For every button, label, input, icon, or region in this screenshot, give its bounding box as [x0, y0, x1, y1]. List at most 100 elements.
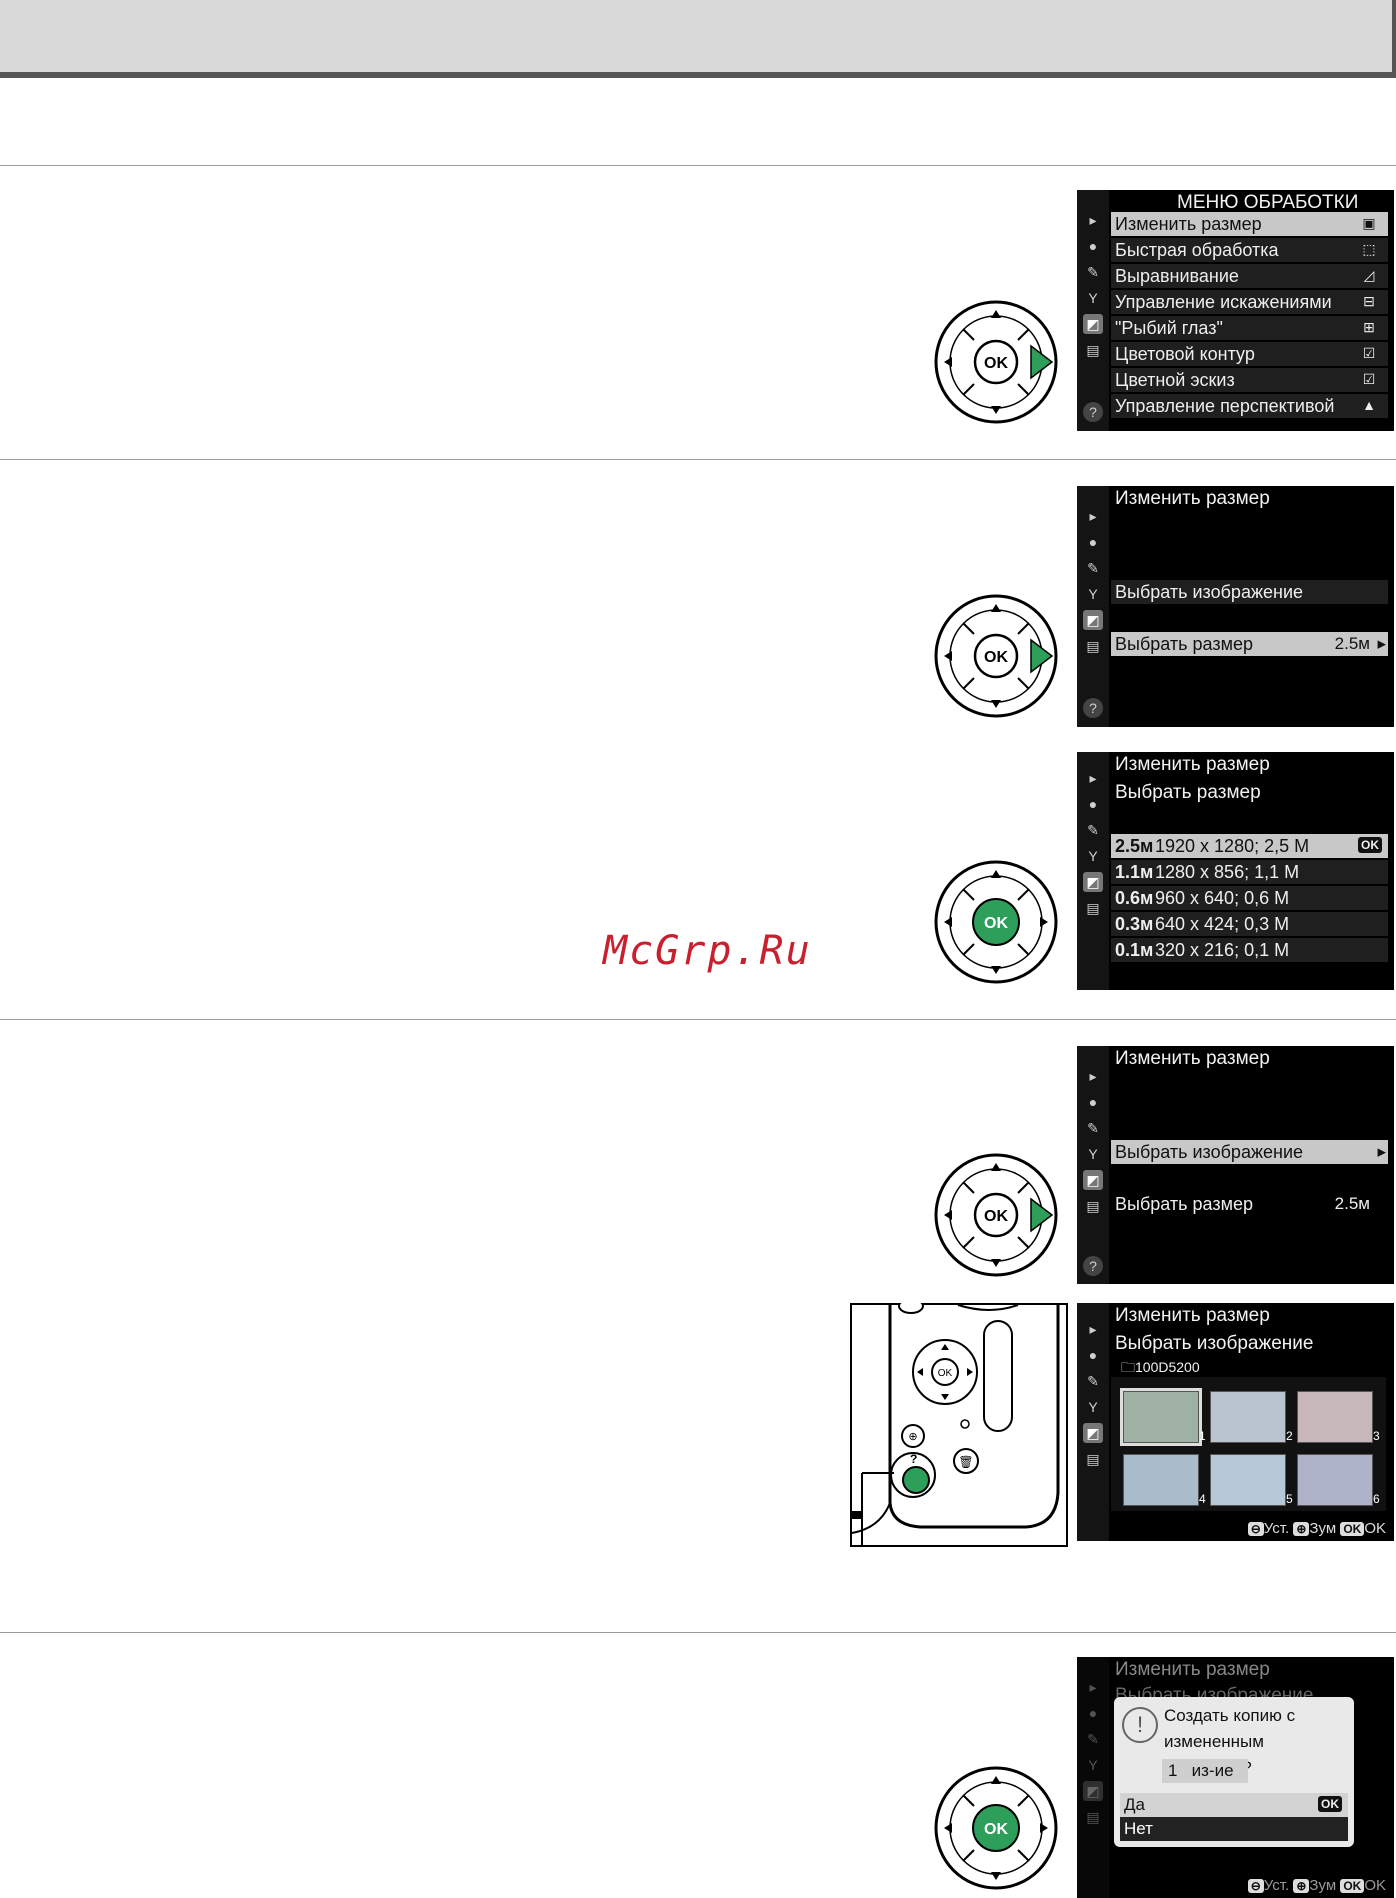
thumbnail-number: 6	[1373, 1492, 1380, 1506]
thumbnail-button-icon: ⊖	[1247, 1879, 1264, 1893]
camera-icon[interactable]: ●	[1088, 238, 1098, 254]
camera-icon: ●	[1088, 1705, 1098, 1721]
size-option[interactable]: 0.1м320 x 216; 0,1 M	[1111, 938, 1388, 962]
screen-title: Изменить размер	[1115, 1659, 1270, 1680]
quick-retouch-icon: ⬚	[1362, 241, 1376, 257]
retouch-icon[interactable]: ◩	[1083, 1170, 1103, 1190]
pencil-icon[interactable]: ✎	[1087, 264, 1099, 280]
retouch-icon[interactable]: ◩	[1083, 872, 1103, 892]
svg-text:OK: OK	[984, 1821, 1008, 1838]
menu-item[interactable]: Изменить размер ▣	[1111, 212, 1388, 236]
image-thumbnail[interactable]	[1210, 1454, 1286, 1506]
image-thumbnail[interactable]	[1297, 1391, 1373, 1443]
menu-item-label: Выбрать размер	[1115, 634, 1253, 654]
camera-icon[interactable]: ●	[1088, 1347, 1098, 1363]
recent-settings-icon[interactable]: ▤	[1086, 1198, 1100, 1214]
camera-icon[interactable]: ●	[1088, 796, 1098, 812]
menu-item[interactable]: Управление перспективой▲	[1111, 394, 1388, 418]
resize-icon: ▣	[1362, 215, 1376, 231]
footer-set: Уст.	[1263, 1877, 1290, 1894]
recent-settings-icon[interactable]: ▤	[1086, 1451, 1100, 1467]
menu-item-label: Цветной эскиз	[1115, 370, 1235, 390]
size-option[interactable]: 1.1м1280 x 856; 1,1 M	[1111, 860, 1388, 884]
image-thumbnail[interactable]	[1123, 1454, 1199, 1506]
help-icon[interactable]: ?	[1083, 1256, 1103, 1276]
resize-screen-size: ▸ ● ✎ Y ◩ ▤ ? Изменить размер Выбрать из…	[1077, 486, 1394, 727]
playback-icon: ▸	[1089, 1679, 1097, 1695]
multi-selector-dial-ok[interactable]: OK	[934, 860, 1058, 984]
menu-item-label: Изменить размер	[1115, 214, 1262, 234]
question-line-1: Создать копию с	[1164, 1706, 1296, 1725]
pencil-icon[interactable]: ✎	[1087, 560, 1099, 576]
size-description: 1280 x 856; 1,1 M	[1155, 862, 1300, 882]
playback-icon[interactable]: ▸	[1089, 212, 1097, 228]
confirm-screen: ▸ ● ✎ Y ◩ ▤ Изменить размер Выбрать изоб…	[1077, 1657, 1394, 1898]
help-icon[interactable]: ?	[1083, 698, 1103, 718]
menu-item[interactable]: "Рыбий глаз"⊞	[1111, 316, 1388, 340]
color-outline-icon: ☑	[1362, 345, 1376, 361]
size-option[interactable]: 0.3м640 x 424; 0,3 M	[1111, 912, 1388, 936]
screen-subtitle: Выбрать размер	[1115, 782, 1261, 803]
menu-sidebar: ▸ ● ✎ Y ◩ ▤ ?	[1077, 486, 1109, 727]
menu-item-choose-image[interactable]: Выбрать изображение	[1111, 580, 1388, 604]
pencil-icon[interactable]: ✎	[1087, 1120, 1099, 1136]
menu-item-label: Быстрая обработка	[1115, 240, 1279, 260]
playback-icon[interactable]: ▸	[1089, 1068, 1097, 1084]
dialog-option-no[interactable]: Нет	[1120, 1817, 1348, 1841]
footer-ok: OK	[1364, 1520, 1386, 1537]
size-list-screen: ▸ ● ✎ Y ◩ ▤ Изменить размер Выбрать разм…	[1077, 752, 1394, 990]
playback-icon[interactable]: ▸	[1089, 508, 1097, 524]
camera-icon[interactable]: ●	[1088, 1094, 1098, 1110]
retouch-icon[interactable]: ◩	[1083, 314, 1103, 334]
playback-icon[interactable]: ▸	[1089, 770, 1097, 786]
folder-name: 100D5200	[1135, 1359, 1200, 1375]
thumbnail-number: 4	[1199, 1492, 1206, 1506]
menu-item-label: Цветовой контур	[1115, 344, 1255, 364]
image-thumbnail[interactable]	[1120, 1388, 1202, 1446]
menu-item-choose-image[interactable]: Выбрать изображение ▸	[1111, 1140, 1388, 1164]
image-thumbnail[interactable]	[1210, 1391, 1286, 1443]
menu-item[interactable]: Цветной эскиз☑	[1111, 368, 1388, 392]
pencil-icon[interactable]: ✎	[1087, 1373, 1099, 1389]
count-unit: из-ие	[1191, 1761, 1234, 1780]
wrench-icon[interactable]: Y	[1088, 1146, 1098, 1162]
menu-item[interactable]: Быстрая обработка ⬚	[1111, 238, 1388, 262]
pencil-icon[interactable]: ✎	[1087, 822, 1099, 838]
image-thumbnail[interactable]	[1297, 1454, 1373, 1506]
zoom-button-icon: ⊕	[1293, 1879, 1310, 1893]
camera-icon[interactable]: ●	[1088, 534, 1098, 550]
menu-item[interactable]: Цветовой контур ☑	[1111, 342, 1388, 366]
menu-item[interactable]: Выравнивание◿	[1111, 264, 1388, 288]
screen-subtitle: Выбрать изображение	[1115, 1333, 1314, 1354]
recent-settings-icon[interactable]: ▤	[1086, 342, 1100, 358]
retouch-icon[interactable]: ◩	[1083, 610, 1103, 630]
thumbnail-number: 1	[1199, 1429, 1206, 1443]
multi-selector-dial-right[interactable]: OK	[934, 1153, 1058, 1277]
confirm-dialog: ! Создать копию с измененным размером? 1…	[1114, 1697, 1354, 1847]
menu-item-label: Выбрать изображение	[1115, 1142, 1304, 1162]
multi-selector-dial-right[interactable]: OK	[934, 594, 1058, 718]
wrench-icon[interactable]: Y	[1088, 586, 1098, 602]
menu-item-choose-size[interactable]: Выбрать размер 2.5м	[1111, 1192, 1388, 1216]
retouch-icon[interactable]: ◩	[1083, 1423, 1103, 1443]
multi-selector-dial-ok[interactable]: OK	[934, 1766, 1058, 1890]
help-icon[interactable]: ?	[1083, 402, 1103, 422]
screen-title: Изменить размер	[1115, 754, 1270, 775]
retouch-menu-screen: ▸ ● ✎ Y ◩ ▤ ? МЕНЮ ОБРАБОТКИ Изменить ра…	[1077, 190, 1394, 431]
menu-item-label: Управление перспективой	[1115, 396, 1335, 416]
menu-item-choose-size[interactable]: Выбрать размер 2.5м ▸	[1111, 632, 1388, 656]
wrench-icon[interactable]: Y	[1088, 1399, 1098, 1415]
footer-zoom: Зум	[1309, 1877, 1337, 1894]
wrench-icon[interactable]: Y	[1088, 848, 1098, 864]
recent-settings-icon[interactable]: ▤	[1086, 900, 1100, 916]
recent-settings-icon[interactable]: ▤	[1086, 638, 1100, 654]
menu-item[interactable]: Управление искажениями⊟	[1111, 290, 1388, 314]
playback-icon[interactable]: ▸	[1089, 1321, 1097, 1337]
multi-selector-dial-right[interactable]: OK	[934, 300, 1058, 424]
size-option[interactable]: 0.6м960 x 640; 0,6 M	[1111, 886, 1388, 910]
option-no-label: Нет	[1124, 1819, 1153, 1838]
wrench-icon[interactable]: Y	[1088, 290, 1098, 306]
